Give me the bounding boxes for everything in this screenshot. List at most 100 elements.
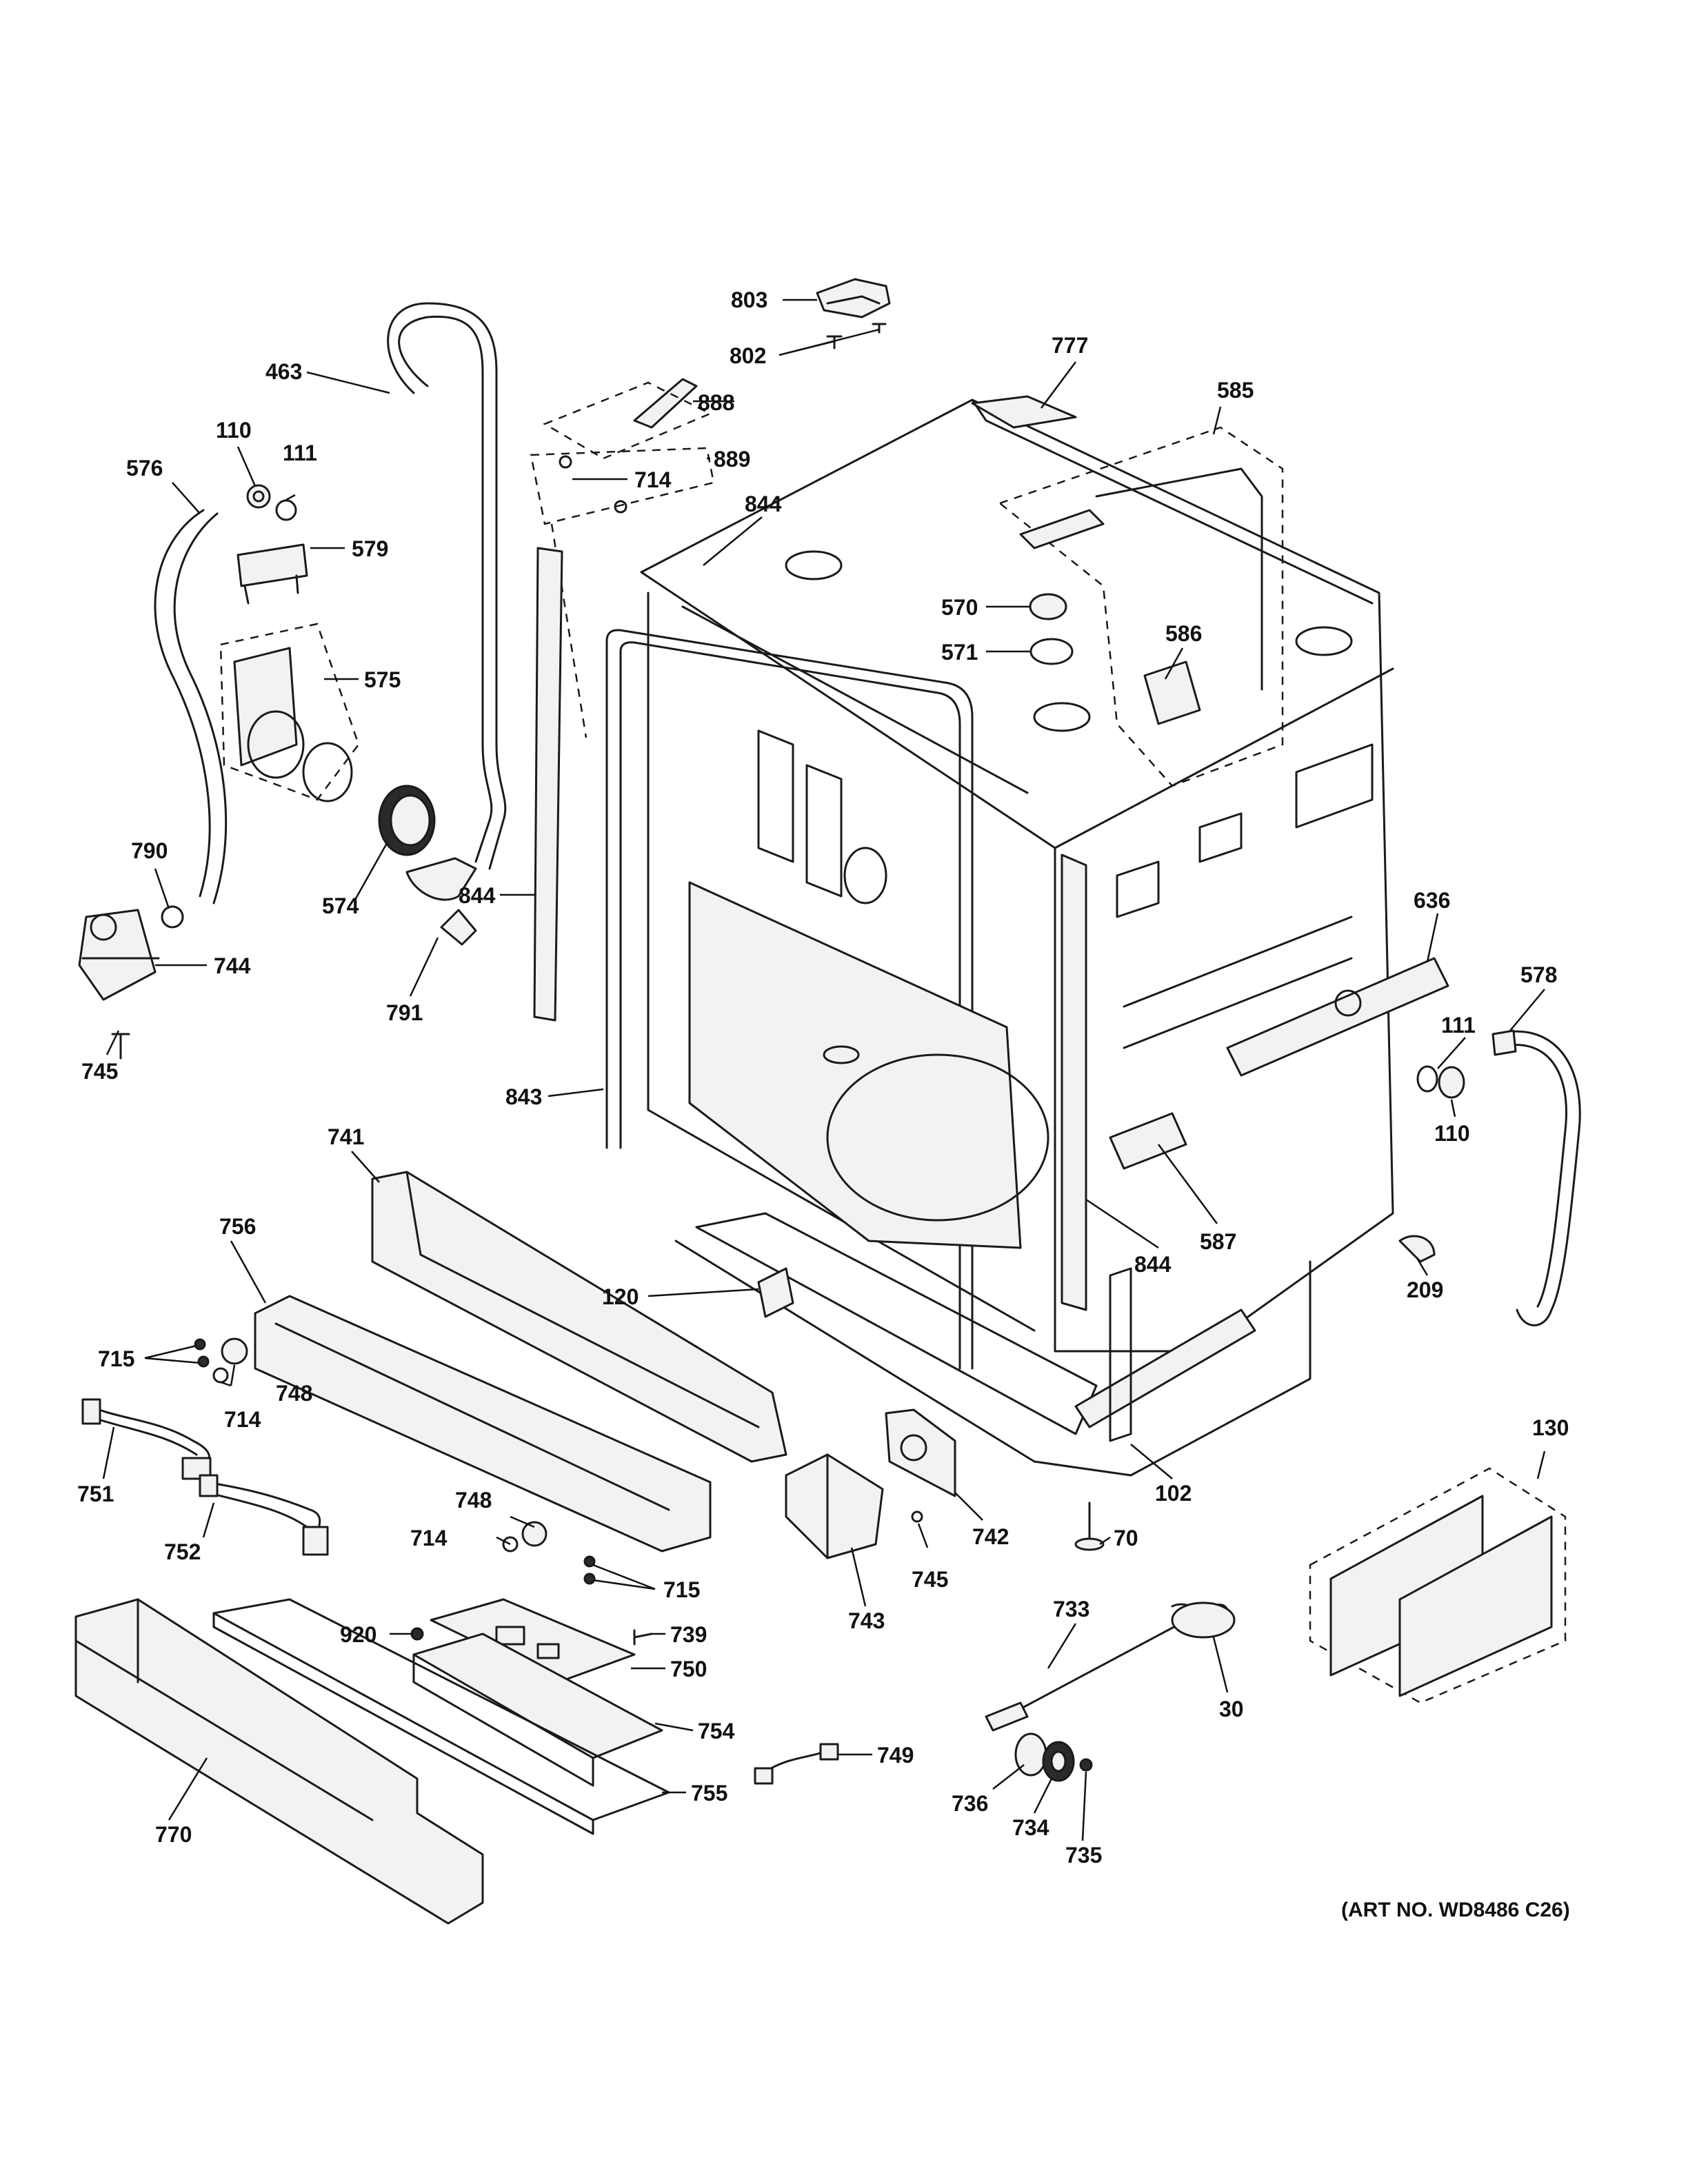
washer-748-upper	[221, 1337, 248, 1365]
leader-lines	[102, 299, 1546, 1841]
tub-assembly	[640, 395, 1394, 1353]
screws-715-upper	[194, 1338, 210, 1368]
callout-714-upper: 714	[634, 467, 672, 492]
callout-888: 888	[698, 390, 734, 415]
callout-209: 209	[1407, 1277, 1443, 1302]
callout-463: 463	[265, 359, 302, 384]
clamp-part-790	[161, 905, 184, 929]
screw-745-left	[111, 1033, 130, 1060]
callout-745-lower: 745	[912, 1567, 948, 1592]
box-part-743	[785, 1453, 884, 1559]
screw-part-739	[633, 1629, 653, 1646]
rail-part-587	[1109, 1112, 1187, 1170]
rail-part-636	[1226, 957, 1449, 1077]
clip-part-209	[1398, 1235, 1436, 1263]
harness-749	[754, 1743, 839, 1785]
strip-844-right	[1061, 853, 1087, 1311]
callout-714-lower: 714	[410, 1526, 448, 1550]
callout-30: 30	[1219, 1697, 1244, 1721]
screws-715-lower	[583, 1555, 596, 1585]
screws-802	[826, 323, 887, 350]
callout-735: 735	[1065, 1843, 1102, 1868]
disc-part-736	[1014, 1732, 1047, 1777]
callout-733: 733	[1053, 1597, 1089, 1621]
callout-575: 575	[364, 667, 401, 692]
vent-group-585	[998, 426, 1284, 787]
callout-636: 636	[1414, 888, 1450, 913]
callout-102: 102	[1155, 1481, 1192, 1506]
callout-750: 750	[670, 1657, 707, 1681]
callout-777: 777	[1052, 333, 1088, 358]
access-panel-756	[254, 1295, 712, 1553]
callout-744: 744	[214, 953, 251, 978]
callout-920: 920	[340, 1622, 376, 1647]
callout-labels: 803 802 777 463 888 585 110 111 576 889 …	[77, 287, 1570, 1921]
bracket-part-742	[885, 1408, 956, 1497]
callout-889: 889	[714, 447, 750, 472]
art-number: (ART NO. WD8486 C26)	[1341, 1899, 1570, 1921]
callout-585: 585	[1217, 378, 1254, 403]
callout-745-upper: 745	[81, 1059, 118, 1084]
callout-803: 803	[731, 287, 767, 312]
insulation-blocks-770	[74, 1598, 484, 1925]
screw-745-lower	[911, 1510, 923, 1523]
callout-715-upper: 715	[98, 1346, 134, 1371]
cable-part-733	[985, 1612, 1201, 1732]
callout-715-lower: 715	[663, 1577, 700, 1602]
harness-751	[81, 1398, 212, 1480]
callout-586: 586	[1165, 621, 1202, 646]
vent-part-803	[816, 278, 891, 318]
callout-714-mid: 714	[224, 1407, 261, 1432]
callout-739: 739	[670, 1622, 707, 1647]
callout-756: 756	[219, 1214, 256, 1239]
callout-111-right: 111	[1441, 1013, 1476, 1038]
callout-734: 734	[1012, 1815, 1049, 1840]
ring-part-571	[1029, 638, 1074, 665]
harness-752	[199, 1474, 329, 1556]
screw-714-lower	[502, 1536, 519, 1553]
drain-hose-463	[387, 302, 507, 946]
callout-755: 755	[691, 1781, 727, 1806]
callout-570: 570	[941, 595, 978, 620]
callout-791: 791	[386, 1000, 423, 1025]
callout-754: 754	[698, 1719, 735, 1743]
callout-579: 579	[352, 536, 388, 561]
callout-741: 741	[328, 1124, 364, 1149]
washer-748-lower	[521, 1521, 547, 1547]
fitting-110-right	[1438, 1066, 1465, 1099]
sensor-part-586	[1143, 660, 1201, 725]
washer-111-right	[1416, 1065, 1438, 1093]
callout-743: 743	[848, 1608, 885, 1633]
bracket-part-120	[757, 1267, 794, 1318]
toe-kick-741	[371, 1171, 787, 1463]
callout-587: 587	[1200, 1229, 1236, 1254]
insulation-130	[1309, 1467, 1567, 1704]
callout-130: 130	[1532, 1415, 1569, 1440]
cap-part-574	[378, 785, 436, 856]
callout-752: 752	[164, 1539, 201, 1564]
callout-110-right: 110	[1434, 1121, 1470, 1146]
callout-748-lower: 748	[455, 1488, 492, 1513]
leveling-leg-70	[1074, 1502, 1105, 1551]
callout-70: 70	[1114, 1526, 1138, 1550]
strip-844-left	[533, 547, 563, 1022]
vent-assembly-575	[219, 623, 360, 802]
bracket-part-888	[543, 378, 712, 460]
pulley-part-734	[1042, 1741, 1075, 1782]
clip-part-579	[237, 543, 308, 605]
callout-111-upper: 111	[283, 441, 317, 465]
door-gasket-843	[605, 629, 974, 1370]
callout-574: 574	[322, 893, 359, 918]
callout-576: 576	[126, 456, 163, 481]
callout-844-right: 844	[1134, 1252, 1172, 1277]
callout-843: 843	[505, 1084, 542, 1109]
callout-578: 578	[1520, 962, 1557, 987]
water-valve-744	[78, 909, 160, 1001]
callout-571: 571	[941, 640, 978, 665]
callout-120: 120	[602, 1284, 639, 1309]
callout-790: 790	[131, 838, 168, 863]
callout-736: 736	[952, 1791, 988, 1816]
callout-749: 749	[877, 1743, 914, 1768]
washer-111-upper	[275, 499, 297, 521]
screw-714-upper	[212, 1367, 229, 1384]
